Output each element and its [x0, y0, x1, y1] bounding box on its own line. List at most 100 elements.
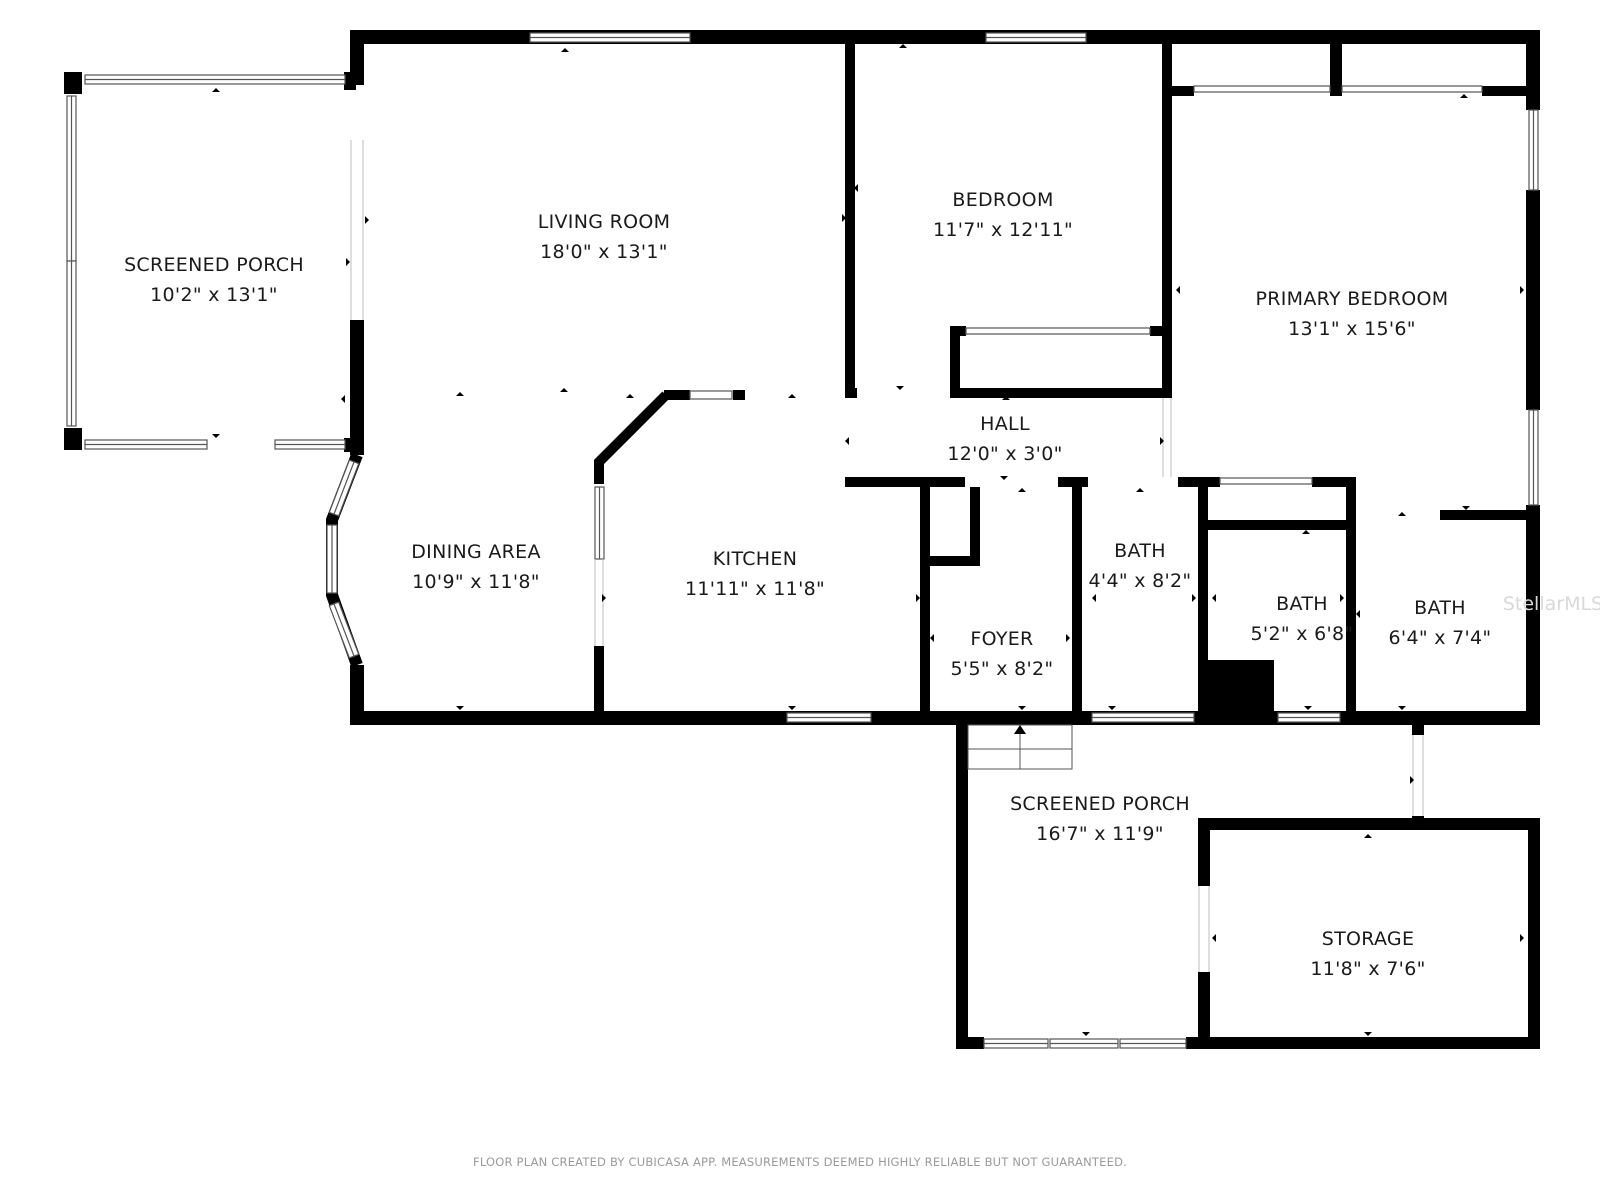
closet-shelf-hall — [1219, 477, 1313, 485]
wall-porch-s-west — [956, 719, 968, 1049]
tick-icon — [1176, 286, 1180, 294]
wall-south-main — [350, 711, 1540, 725]
tick-icon — [1066, 634, 1070, 642]
tick-icon — [1192, 594, 1196, 602]
tick-icon — [1304, 706, 1312, 710]
kitchen-diagonal-wall — [594, 391, 670, 484]
wall-foyer-east — [1072, 477, 1082, 719]
window-dining-bay-upper — [328, 459, 360, 517]
tick-icon — [1462, 506, 1470, 510]
porch-west-corner-se — [344, 438, 356, 452]
wall-primary-closet — [1172, 86, 1194, 96]
room-name-bath-2: BATH — [1276, 593, 1328, 615]
tick-icon — [1212, 934, 1216, 942]
tick-icon — [896, 386, 904, 390]
wall-east-upper — [1526, 30, 1540, 110]
watermark-text: StellarMLS — [1503, 593, 1600, 615]
tick-icon — [1460, 94, 1468, 98]
wall-storage-west-upper — [1198, 818, 1210, 886]
room-dims-bedroom: 11'7" x 12'11" — [933, 219, 1073, 241]
room-name-screened-porch-west: SCREENED PORCH — [124, 254, 304, 276]
tick-icon — [1520, 286, 1524, 294]
tick-icon — [845, 437, 849, 445]
tick-icon — [1398, 512, 1406, 516]
wall-closet-north-stub-w — [950, 326, 966, 336]
wall-porch-s-south-a — [956, 1037, 984, 1049]
tick-icon — [1092, 594, 1096, 602]
tick-icon — [930, 634, 934, 642]
tick-icon — [1018, 706, 1026, 710]
entry-steps — [967, 724, 1073, 770]
wall-bath1-east — [1198, 477, 1208, 719]
tick-icon — [1398, 706, 1406, 710]
tick-icon — [1002, 396, 1010, 400]
wall-primary-closet-e — [1482, 86, 1526, 96]
tick-icon — [456, 392, 464, 396]
wall-foyer-closet-s — [920, 556, 980, 566]
wall-west-mid — [350, 320, 364, 455]
tick-icon — [1340, 594, 1344, 602]
entry-arrow-icon — [1014, 725, 1026, 734]
tick-icon — [1108, 706, 1116, 710]
wall-storage-east — [1528, 818, 1540, 1049]
door-ticks — [212, 44, 1524, 1036]
tick-icon — [1164, 184, 1168, 192]
room-dims-screened-porch-west: 10'2" x 13'1" — [150, 284, 278, 306]
room-dims-foyer: 5'5" x 8'2" — [951, 658, 1054, 680]
angled-walls — [326, 391, 670, 668]
wall-closet-south — [950, 388, 1172, 398]
room-dims-screened-porch-south: 16'7" x 11'9" — [1036, 823, 1164, 845]
closet-shelf-primary — [1193, 85, 1331, 93]
tick-icon — [341, 395, 345, 403]
tick-icon — [456, 706, 464, 710]
wall-storage-north — [1198, 818, 1540, 830]
porch-west-corner-nw — [64, 72, 82, 94]
tick-icon — [916, 594, 920, 602]
room-name-bath-1: BATH — [1114, 540, 1166, 562]
tick-icon — [1082, 1032, 1090, 1036]
wall-primary-closet-divider — [1330, 44, 1342, 96]
bath2-fixture — [1208, 660, 1274, 712]
tick-icon — [842, 214, 846, 222]
wall-east-mid — [1526, 190, 1540, 410]
tick-icon — [561, 48, 569, 52]
tick-icon — [854, 184, 858, 192]
tick-icon — [602, 594, 606, 602]
room-name-living-room: LIVING ROOM — [538, 211, 671, 233]
room-name-foyer: FOYER — [970, 628, 1033, 650]
window-dining-bay-lower — [328, 601, 360, 659]
tick-icon — [1000, 476, 1008, 480]
room-dims-living-room: 18'0" x 13'1" — [540, 241, 668, 263]
openings — [350, 140, 1424, 972]
wall-hall-south-d — [1312, 477, 1354, 487]
wall-east-lower — [1526, 505, 1540, 725]
room-name-hall: HALL — [980, 413, 1030, 435]
tick-icon — [1364, 834, 1372, 838]
wall-bath2-east — [1346, 477, 1356, 717]
wall-kitchen-north-b — [733, 390, 745, 400]
wall-bath2-north — [1208, 520, 1354, 530]
room-dims-kitchen: 11'11" x 11'8" — [685, 578, 825, 600]
walls — [64, 30, 1540, 1049]
porch-west-corner-sw — [64, 428, 82, 450]
room-dims-storage: 11'8" x 7'6" — [1310, 958, 1425, 980]
room-labels: SCREENED PORCH 10'2" x 13'1" LIVING ROOM… — [124, 189, 1491, 980]
windows — [66, 32, 1539, 1049]
tick-icon — [212, 88, 220, 92]
room-name-screened-porch-south: SCREENED PORCH — [1010, 793, 1190, 815]
wall-foyer-closet-e — [970, 487, 980, 566]
closet-shelf-bedroom — [965, 327, 1151, 335]
room-name-kitchen: KITCHEN — [713, 548, 797, 570]
wall-closet2-east — [1346, 477, 1356, 531]
room-dims-bath-1: 4'4" x 8'2" — [1089, 570, 1192, 592]
wall-bedroom-south-stub — [845, 388, 857, 398]
tick-icon — [1018, 488, 1026, 492]
room-dims-primary-bedroom: 13'1" x 15'6" — [1288, 318, 1416, 340]
room-name-storage: STORAGE — [1322, 928, 1415, 950]
tick-icon — [1160, 437, 1164, 445]
wall-bedroom-primary — [1162, 44, 1172, 396]
closet-shelf-primary-b — [1341, 85, 1483, 93]
wall-bath3-north — [1440, 510, 1536, 520]
wall-living-bedroom — [845, 44, 855, 396]
